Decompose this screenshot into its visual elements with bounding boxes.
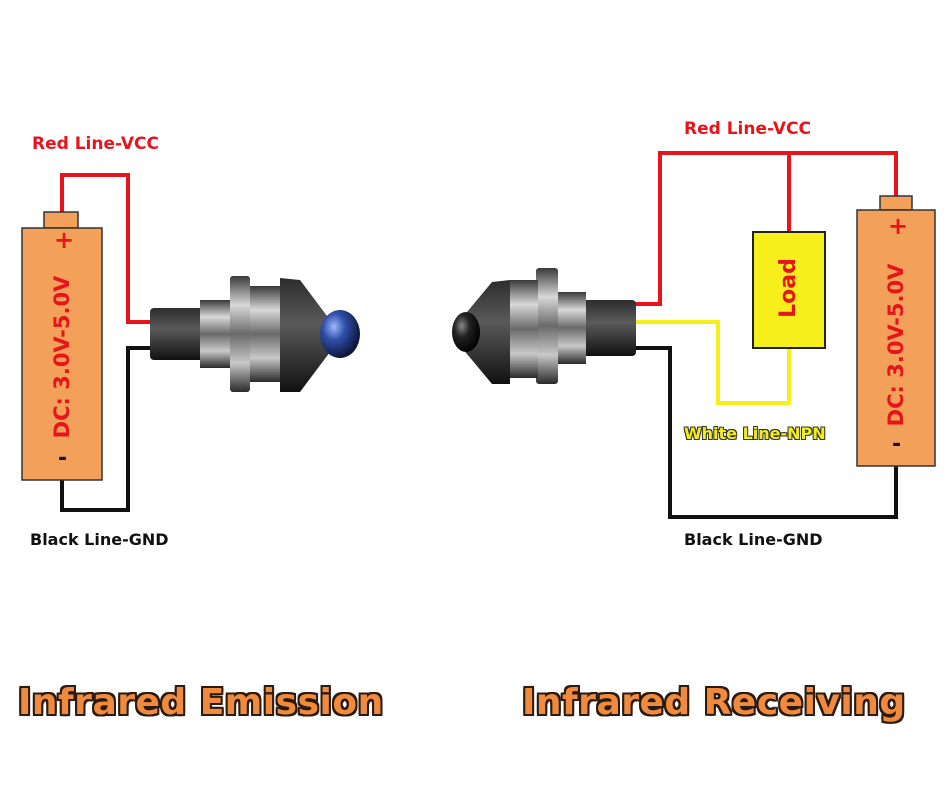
emitter-battery-voltage: DC: 3.0V-5.0V (50, 275, 74, 439)
emitter-vcc-label: Red Line-VCC (32, 134, 159, 154)
emitter-battery (21, 211, 103, 481)
receiver-battery (856, 195, 936, 467)
emitter-gnd-wire (60, 346, 152, 512)
receiver-battery-voltage: DC: 3.0V-5.0V (884, 263, 908, 427)
receiver-title: Infrared Receiving (522, 682, 906, 723)
receiver-gnd-label: Black Line-GND (684, 530, 823, 549)
emitter-title: Infrared Emission (18, 682, 384, 723)
emitter-battery-minus: - (58, 446, 68, 471)
emitter-wiring (60, 173, 152, 512)
emitter-sensor (150, 276, 360, 392)
receiver-sensor (452, 268, 636, 384)
receiver-lens-icon (452, 312, 480, 352)
receiver-npn-label: White Line-NPN (684, 424, 826, 443)
receiver-vcc-wire (634, 151, 898, 306)
emitter-vcc-wire (60, 173, 152, 324)
receiver-battery-minus: - (892, 432, 902, 457)
receiver-npn-wire (634, 320, 791, 405)
receiver-battery-plus: + (888, 212, 909, 240)
load-label: Load (776, 258, 801, 318)
receiver-gnd-wire (634, 346, 898, 519)
emitter-gnd-label: Black Line-GND (30, 530, 169, 549)
receiver-vcc-label: Red Line-VCC (684, 119, 811, 139)
load-box (752, 231, 826, 349)
receiver-wiring (634, 151, 898, 519)
emitter-lens-icon (320, 310, 360, 358)
emitter-battery-plus: + (54, 226, 75, 254)
